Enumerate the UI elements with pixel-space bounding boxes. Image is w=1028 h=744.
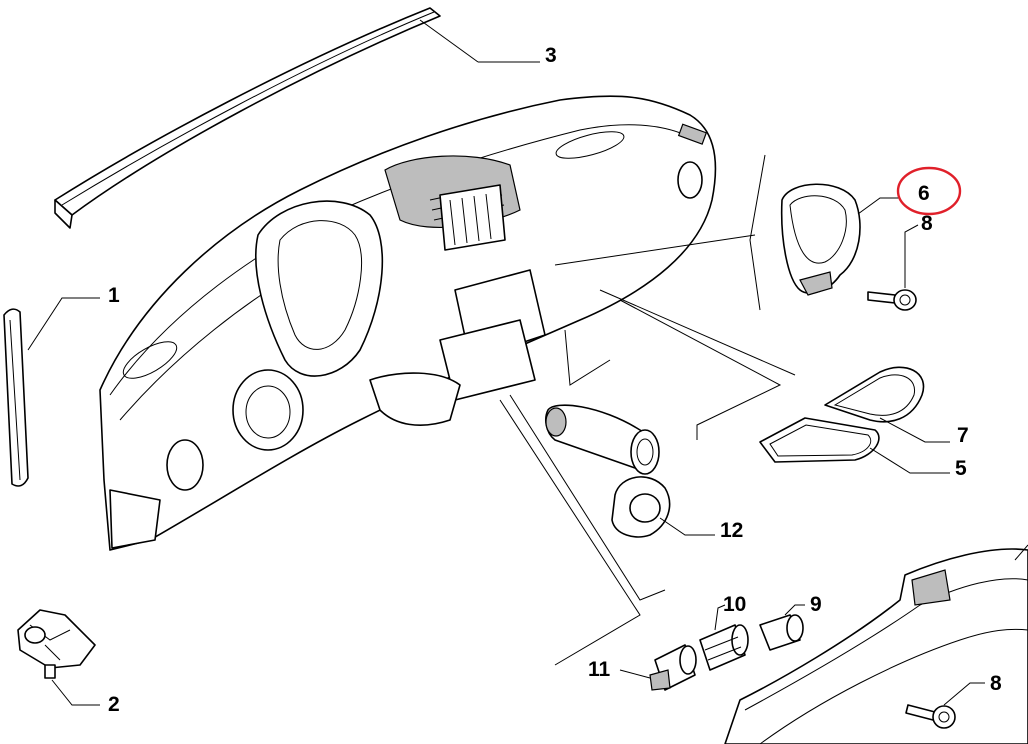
part-1-side-strip[interactable] xyxy=(3,308,29,487)
part-3-trim-strip[interactable] xyxy=(54,7,441,229)
leader-9-10 xyxy=(509,394,666,601)
part-8-screw-bottom[interactable] xyxy=(905,704,956,729)
leader-11 xyxy=(619,669,651,679)
label-12: 12 xyxy=(720,519,743,542)
dashboard-panel[interactable] xyxy=(99,95,717,551)
leader-7 xyxy=(599,289,796,376)
leader-11 xyxy=(499,399,641,666)
leader-12 xyxy=(659,517,715,536)
leader-6-group xyxy=(554,234,756,266)
leader-9 xyxy=(784,604,805,616)
label-7: 7 xyxy=(957,424,969,447)
label-2: 2 xyxy=(108,693,120,716)
leader-3 xyxy=(419,19,479,63)
leader-8b xyxy=(943,682,985,706)
part-6-vent-housing[interactable] xyxy=(780,183,861,296)
part-7-gasket[interactable] xyxy=(824,366,925,423)
part-9-connector[interactable] xyxy=(759,614,804,651)
leader-5 xyxy=(869,447,950,474)
label-8-top: 8 xyxy=(921,212,933,235)
label-8-bottom: 8 xyxy=(990,672,1002,695)
part-8-screw-top[interactable] xyxy=(867,289,917,311)
leader-7 xyxy=(879,417,950,443)
highlight-circle xyxy=(896,166,962,216)
leader-10 xyxy=(714,604,726,631)
leader-6 xyxy=(857,197,900,215)
leader-2 xyxy=(51,679,100,706)
part-10-switch[interactable] xyxy=(699,624,749,671)
label-10: 10 xyxy=(723,593,746,616)
label-11: 11 xyxy=(588,658,611,681)
leader-12 xyxy=(564,329,611,386)
leader-1 xyxy=(27,297,100,351)
part-12-socket-cover[interactable] xyxy=(611,476,671,538)
bracket-6 xyxy=(749,154,766,311)
lighter-socket[interactable] xyxy=(545,404,660,475)
label-5: 5 xyxy=(955,457,967,480)
label-6: 6 xyxy=(918,182,930,205)
part-11-switch[interactable] xyxy=(649,644,697,691)
label-9: 9 xyxy=(810,593,822,616)
label-1: 1 xyxy=(108,284,120,307)
part-2-clip[interactable] xyxy=(17,609,96,679)
leader-7-5 xyxy=(619,299,782,440)
part-5-gasket[interactable] xyxy=(759,417,880,463)
glovebox-panel[interactable] xyxy=(724,544,1028,744)
label-3: 3 xyxy=(545,44,557,67)
leader-8a xyxy=(904,224,919,288)
